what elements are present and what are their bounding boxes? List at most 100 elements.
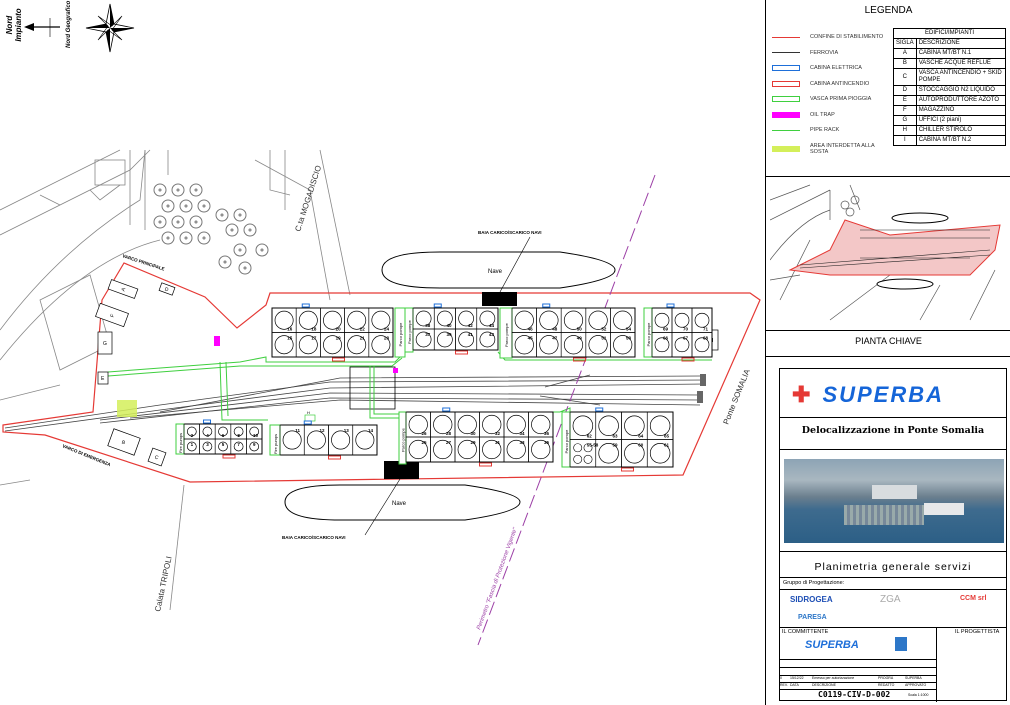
- tank: [186, 441, 197, 452]
- tank-number: 14: [368, 428, 374, 433]
- tank-number: 35: [544, 440, 550, 445]
- tank-number: 12: [320, 428, 326, 433]
- tank: [415, 331, 432, 348]
- tank: [457, 439, 477, 460]
- pump-park-label: Parco pompe: [407, 319, 412, 344]
- tank-number: 7: [237, 442, 240, 447]
- legend-item: CABINA ELETTRICA: [772, 65, 862, 71]
- tank: [613, 335, 633, 355]
- mogadiscio-label: C.ta MOGADISCIO: [293, 164, 323, 232]
- ship-bottom: [284, 484, 521, 521]
- fire-cabin: [328, 455, 341, 460]
- designer-label: IL PROGETTISTA: [955, 629, 1000, 635]
- tank-number: 44: [489, 323, 495, 328]
- perimeter-label: Perimetro "Fascia di Protezione Vigente": [476, 526, 519, 631]
- tank: [233, 426, 244, 437]
- tank: [531, 414, 551, 435]
- legend-swatch: [772, 111, 800, 118]
- tank-number: 16: [287, 327, 293, 332]
- tank: [573, 454, 583, 464]
- project-title: Delocalizzazione in Ponte Somalia: [801, 425, 985, 436]
- legend-label: VASCA PRIMA PIOGGIA: [810, 96, 872, 102]
- tank-number: 11: [295, 428, 300, 433]
- legend-item: OIL TRAP: [772, 111, 835, 118]
- building-label: F: [109, 313, 116, 318]
- legend-item: FERROVIA: [772, 50, 838, 56]
- tank: [433, 439, 453, 460]
- legend-label: OIL TRAP: [810, 111, 835, 118]
- description: MAGAZZINO: [915, 105, 1007, 116]
- legend-swatch: [772, 36, 800, 38]
- red-cross-logo-icon: ✚: [792, 382, 811, 407]
- tank: [371, 335, 391, 355]
- electrical-cabin: [303, 420, 312, 425]
- building: F: [95, 302, 129, 328]
- electrical-cabin: [542, 303, 551, 308]
- tank: [233, 441, 244, 452]
- key-plan: [770, 184, 1001, 321]
- tank-number: 33: [520, 440, 526, 445]
- building: A: [107, 279, 139, 299]
- firm-logo-2: ZGA: [880, 594, 901, 605]
- tank: [531, 439, 551, 460]
- tank-number: 37: [425, 332, 431, 337]
- legend-swatch: [772, 80, 800, 87]
- legend-swatch: [772, 52, 800, 53]
- legend-label: CABINA ANTINCENDIO: [810, 80, 870, 87]
- tank: [323, 310, 342, 330]
- tank: [371, 310, 391, 330]
- chiller: [304, 414, 316, 422]
- pump-park-label: Parco pompe: [564, 429, 569, 454]
- tank-number: 43: [489, 332, 495, 337]
- pump-park-label: Parco pompe: [401, 427, 406, 452]
- tank-number: 25: [422, 440, 428, 445]
- tank-number: 19: [336, 336, 342, 341]
- chiller-label: H: [307, 410, 310, 415]
- scale: Scala 1:1000: [908, 693, 929, 697]
- sigla: A: [893, 48, 917, 59]
- fire-cabin: [681, 357, 695, 362]
- description: UFFICI (2 piani): [915, 115, 1007, 126]
- description: AUTOPRODUTTORE AZOTO: [915, 95, 1007, 106]
- oil-trap: [214, 336, 220, 346]
- tank: [598, 415, 619, 436]
- tank: [218, 441, 228, 452]
- tank-number: 20: [336, 327, 342, 332]
- berth-bottom: [384, 461, 419, 479]
- aerial-photo: [784, 459, 1004, 543]
- client-emblem-icon: [895, 637, 907, 651]
- tank-number: 55-58: [587, 443, 599, 448]
- tank: [563, 335, 584, 355]
- fire-cabin: [621, 467, 634, 472]
- tank-number: 36: [544, 431, 550, 436]
- sigla: G: [893, 115, 917, 126]
- building: C: [147, 447, 167, 467]
- tank: [347, 310, 367, 330]
- buffer-stop: [700, 374, 706, 386]
- site-plan: Nord Geografico Nave: [0, 0, 761, 646]
- tank-number: 69: [663, 327, 669, 332]
- tank: [588, 335, 608, 355]
- tank: [437, 310, 453, 327]
- tank: [613, 310, 633, 330]
- date-header: DATA: [790, 683, 799, 687]
- electrical-cabin: [301, 303, 310, 308]
- tank: [298, 310, 318, 330]
- tank: [624, 415, 645, 436]
- superba-logo: SUPERBA: [822, 382, 945, 407]
- tank-number: 40: [447, 323, 453, 328]
- tank: [694, 337, 710, 353]
- tank-number: 26: [422, 431, 428, 436]
- no-parking-area: [117, 400, 137, 417]
- tank: [573, 443, 583, 453]
